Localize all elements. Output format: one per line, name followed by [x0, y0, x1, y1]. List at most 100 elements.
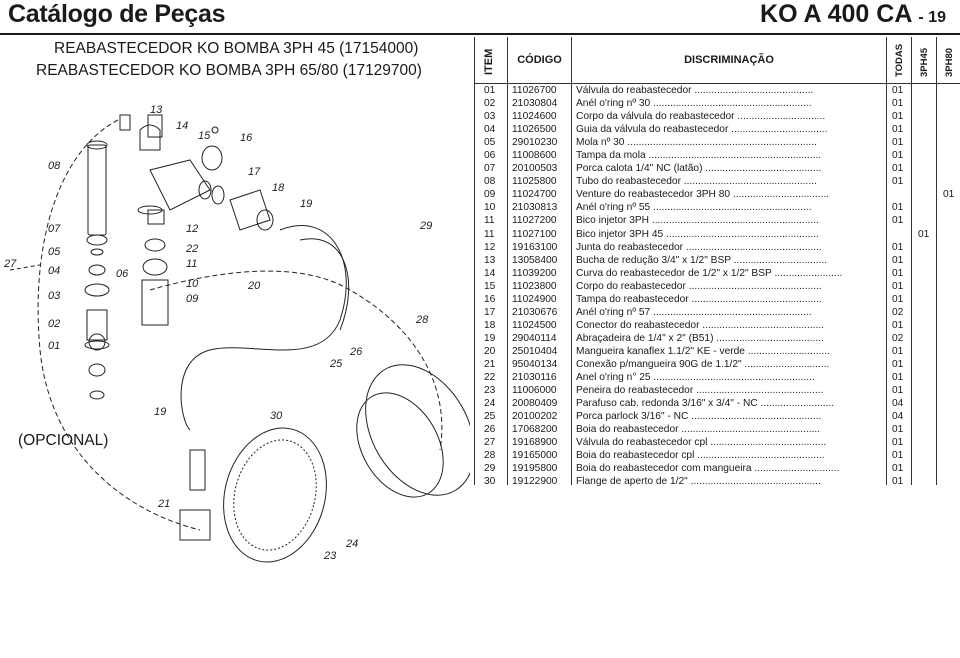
row-item: 21 — [484, 358, 496, 370]
row-description: Mola nº 30 .............................… — [576, 137, 817, 149]
row-codigo: 17068200 — [512, 424, 558, 436]
subtitle-line-2: REABASTECEDOR KO BOMBA 3PH 65/80 (171297… — [36, 62, 422, 79]
col-divider — [911, 83, 912, 485]
row-qty-todas: 04 — [892, 411, 904, 423]
row-description: Parafuso cab. redonda 3/16" x 3/4" - NC … — [576, 398, 835, 410]
row-codigo: 11039200 — [512, 267, 557, 279]
row-codigo: 11023800 — [512, 280, 557, 292]
row-codigo: 11026500 — [512, 124, 557, 136]
row-qty-todas: 01 — [892, 372, 904, 384]
optional-label: (OPCIONAL) — [18, 432, 109, 449]
callout-16: 16 — [240, 132, 253, 144]
header-discriminacao: DISCRIMINAÇÃO — [572, 37, 887, 84]
col-divider — [507, 83, 508, 485]
row-item: 09 — [484, 189, 496, 201]
row-item: 24 — [484, 398, 496, 410]
row-codigo: 13058400 — [512, 254, 558, 266]
header-item: ITEM — [475, 37, 508, 84]
row-item: 17 — [484, 306, 496, 318]
row-description: Conector do reabastecedor ..............… — [576, 319, 824, 331]
callout-23: 23 — [324, 550, 337, 562]
row-item: 19 — [484, 332, 496, 344]
row-description: Venture do reabastecedor 3PH 80 ........… — [576, 189, 830, 201]
callout-04: 04 — [48, 265, 61, 277]
row-description: Bico injetor 3PH .......................… — [576, 215, 819, 227]
row-qty-todas: 01 — [892, 163, 904, 175]
row-codigo: 11024700 — [512, 189, 557, 201]
row-qty-todas: 01 — [892, 202, 904, 214]
row-description: Tampa do reabastecedor .................… — [576, 293, 822, 305]
row-codigo: 20100202 — [512, 411, 558, 423]
row-item: 02 — [484, 98, 496, 110]
callout-19a: 19 — [300, 198, 313, 210]
row-codigo: 11025800 — [512, 176, 557, 188]
col-divider — [936, 83, 937, 485]
callout-15: 15 — [198, 130, 211, 142]
row-item: 03 — [484, 111, 496, 123]
callout-03: 03 — [48, 290, 61, 302]
row-qty-todas: 02 — [892, 306, 904, 318]
row-description: Boia do reabastecedor cpl ..............… — [576, 450, 825, 462]
callout-28: 28 — [416, 314, 429, 326]
row-codigo: 21030116 — [512, 372, 557, 384]
row-item: 20 — [484, 345, 496, 357]
row-description: Junta do reabastecedor .................… — [576, 241, 822, 253]
callout-11: 11 — [186, 258, 198, 270]
row-item: 11 — [484, 228, 495, 240]
row-codigo: 20080409 — [512, 398, 558, 410]
callout-13: 13 — [150, 104, 163, 116]
row-qty-todas: 01 — [892, 215, 904, 227]
row-codigo: 11024600 — [512, 111, 557, 123]
row-description: Válvula do reabastecedor cpl ...........… — [576, 437, 827, 449]
row-codigo: 19165000 — [512, 450, 558, 462]
row-qty-todas: 01 — [892, 254, 904, 266]
row-description: Conexão p/mangueira 90G de 1.1/2" ......… — [576, 358, 830, 370]
row-item: 07 — [484, 163, 496, 175]
row-qty-3ph45: 01 — [918, 228, 930, 240]
row-codigo: 19122900 — [512, 476, 558, 488]
callout-10: 10 — [186, 278, 199, 290]
row-qty-todas: 01 — [892, 319, 904, 331]
row-qty-todas: 01 — [892, 267, 904, 279]
row-item: 13 — [484, 254, 496, 266]
row-item: 12 — [484, 241, 496, 253]
callout-08: 08 — [48, 160, 61, 172]
row-item: 08 — [484, 176, 496, 188]
row-item: 27 — [484, 437, 496, 449]
diagram-drawing — [9, 114, 475, 563]
callout-24: 24 — [346, 538, 359, 550]
row-qty-todas: 01 — [892, 241, 904, 253]
row-description: Bico injetor 3PH 45 ....................… — [576, 228, 819, 240]
row-qty-todas: 01 — [892, 476, 904, 488]
row-description: Peneira do reabastecedor ...............… — [576, 385, 824, 397]
row-item: 05 — [484, 137, 496, 149]
row-qty-todas: 01 — [892, 385, 904, 397]
row-codigo: 21030676 — [512, 306, 558, 318]
row-description: Porca calota 1/4" NC (latão) ...........… — [576, 163, 822, 175]
callout-29: 29 — [420, 220, 433, 232]
row-codigo: 21030804 — [512, 98, 558, 110]
row-codigo: 19195800 — [512, 463, 558, 475]
row-description: Corpo do reabastecedor .................… — [576, 280, 822, 292]
callout-22: 22 — [186, 243, 199, 255]
row-description: Anél o'ring nº 55 ......................… — [576, 202, 812, 214]
callout-25: 25 — [330, 358, 343, 370]
row-qty-todas: 01 — [892, 137, 904, 149]
callout-27: 27 — [4, 258, 17, 270]
row-codigo: 11027200 — [512, 215, 557, 227]
